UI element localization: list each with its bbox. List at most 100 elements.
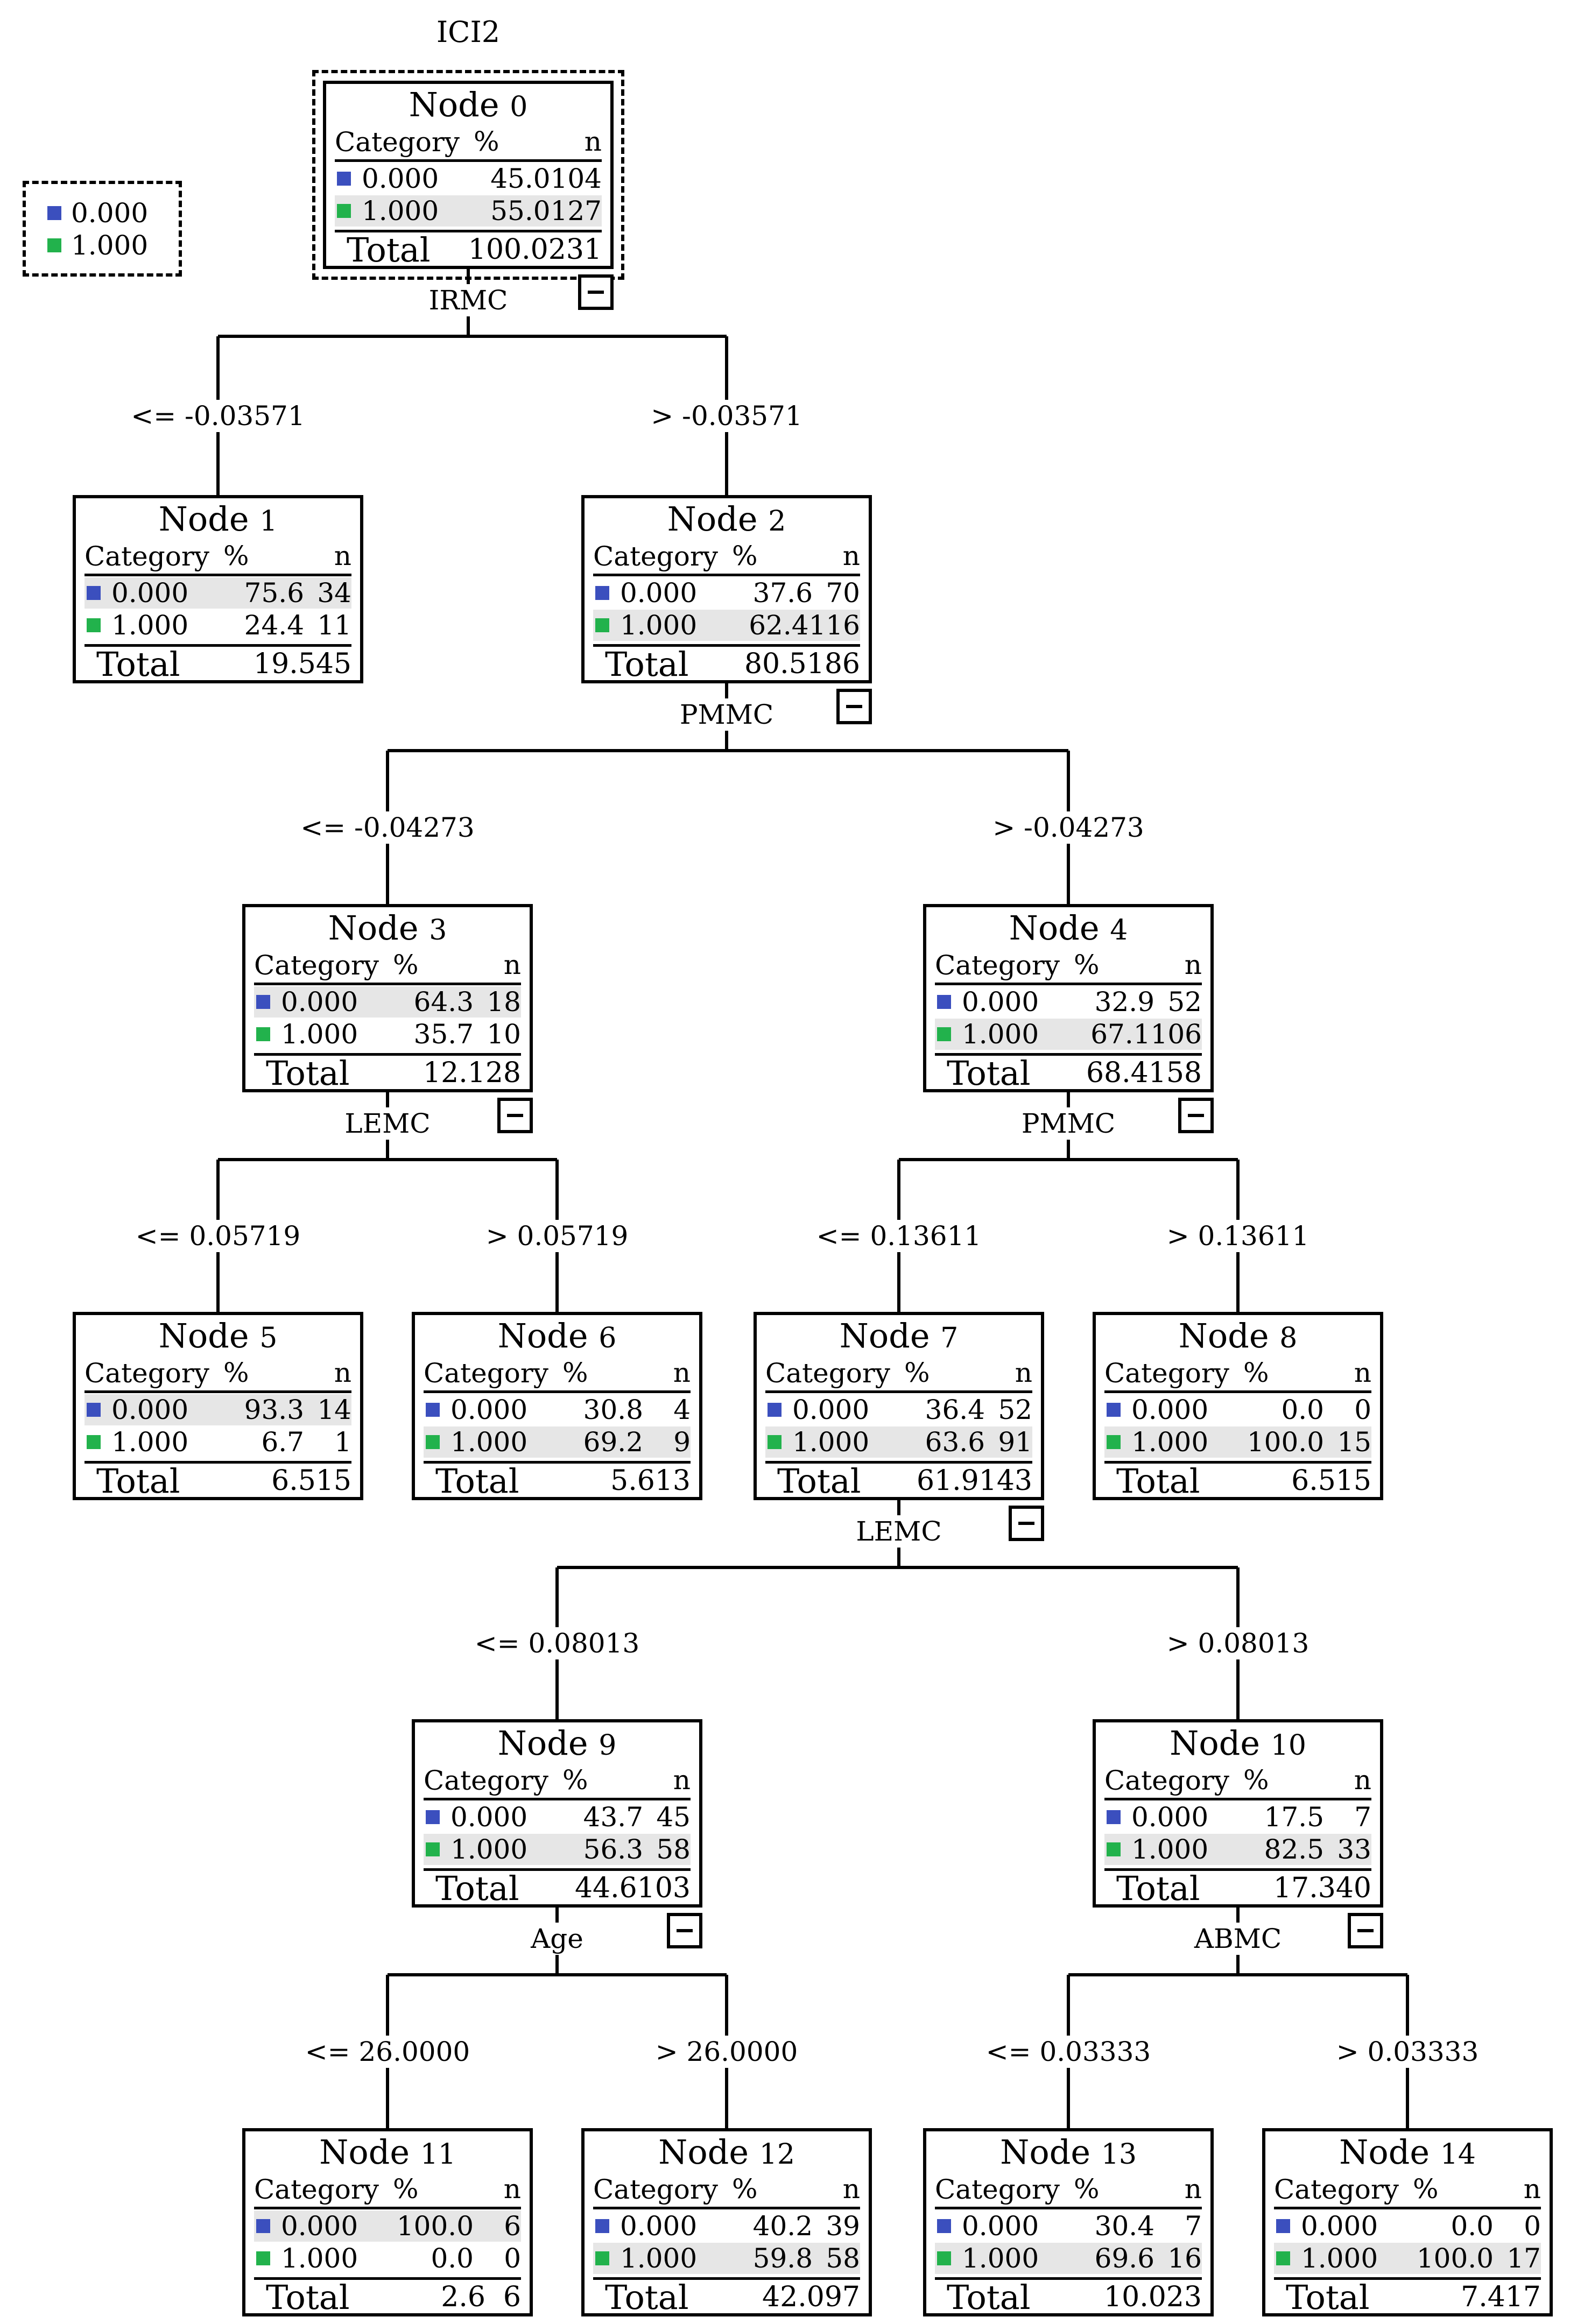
pct-cell: 69.2 xyxy=(583,1426,643,1458)
node-number: 3 xyxy=(429,914,447,946)
node-label: Node xyxy=(319,2132,410,2172)
total-pct: 80.5 xyxy=(744,648,807,680)
node-number: 1 xyxy=(259,505,278,538)
collapse-button[interactable] xyxy=(1178,1098,1214,1133)
n-cell: 52 xyxy=(1167,986,1202,1018)
category-cell: 1.000 xyxy=(593,610,729,641)
n-cell: 1 xyxy=(334,1426,351,1458)
category-value: 1.000 xyxy=(1301,2243,1378,2274)
category-cell: 0.000 xyxy=(254,2210,393,2242)
pct-cell: 36.4 xyxy=(925,1394,985,1425)
header-category: Category xyxy=(765,1358,891,1389)
pct-cell: 32.9 xyxy=(1094,986,1154,1018)
n-cell: 14 xyxy=(317,1394,351,1425)
split-condition-label: > 0.13611 xyxy=(1164,1219,1312,1252)
node-number: 5 xyxy=(259,1322,278,1354)
category-cell: 0.000 xyxy=(935,2210,1074,2242)
node-label: Node xyxy=(1339,2132,1430,2172)
category-swatch xyxy=(87,1403,101,1417)
pct-cell: 30.4 xyxy=(1094,2210,1154,2242)
category-value: 1.000 xyxy=(111,1426,189,1458)
total-pct: 42.0 xyxy=(762,2281,825,2313)
node-label: Node xyxy=(1178,1316,1269,1355)
n-cell: 6 xyxy=(504,2210,521,2242)
pct-cell: 63.6 xyxy=(925,1426,985,1458)
node-number: 6 xyxy=(599,1322,617,1354)
pct-cell: 56.3 xyxy=(583,1834,643,1865)
total-n: 15 xyxy=(1335,1465,1371,1497)
category-cell: 0.000 xyxy=(424,1394,562,1425)
n-cell: 116 xyxy=(808,610,860,641)
total-label: Total xyxy=(605,2278,689,2317)
category-swatch xyxy=(87,1435,101,1449)
collapse-button[interactable] xyxy=(1348,1913,1383,1948)
column-header-row: Category%n xyxy=(593,539,860,576)
category-cell: 0.000 xyxy=(765,1394,904,1425)
category-swatch xyxy=(937,995,951,1009)
node-title: Node 7 xyxy=(765,1316,1032,1356)
total-label: Total xyxy=(266,2278,350,2317)
total-pct: 12.1 xyxy=(423,1057,485,1089)
category-cell: 0.000 xyxy=(335,163,471,194)
category-value: 1.000 xyxy=(1131,1834,1209,1865)
n-cell: 104 xyxy=(550,163,602,194)
collapse-button[interactable] xyxy=(667,1913,702,1948)
collapse-button[interactable] xyxy=(836,689,872,724)
header-category: Category xyxy=(593,2174,719,2205)
header-pct: % xyxy=(393,2173,419,2205)
category-value: 0.000 xyxy=(962,2210,1039,2242)
total-label: Total xyxy=(605,645,689,684)
pct-cell: 0.0 xyxy=(431,2243,474,2274)
collapse-button[interactable] xyxy=(497,1098,533,1133)
column-header-row: Category%n xyxy=(765,1356,1032,1393)
node-number: 13 xyxy=(1101,2138,1137,2171)
split-variable-label: PMMC xyxy=(1019,1107,1118,1140)
collapse-button[interactable] xyxy=(1009,1506,1044,1541)
header-n: n xyxy=(334,1357,351,1388)
category-swatch xyxy=(937,2251,951,2265)
category-cell: 1.000 xyxy=(935,2243,1074,2274)
node-title: Node 13 xyxy=(935,2132,1202,2172)
total-label: Total xyxy=(347,230,431,270)
category-cell: 1.000 xyxy=(765,1426,904,1458)
header-category: Category xyxy=(935,2174,1060,2205)
split-variable-label: ABMC xyxy=(1192,1923,1284,1955)
n-cell: 127 xyxy=(550,195,602,227)
total-pct: 61.9 xyxy=(916,1465,979,1497)
category-value: 1.000 xyxy=(620,610,698,641)
node-title: Node 10 xyxy=(1104,1723,1371,1763)
split-condition-label: > 0.05719 xyxy=(483,1219,631,1252)
legend: 0.000 1.000 xyxy=(23,181,182,277)
category-cell: 1.000 xyxy=(85,610,223,641)
node-label: Node xyxy=(328,908,419,948)
category-swatch xyxy=(426,1842,440,1856)
category-swatch xyxy=(337,172,351,186)
category-value: 1.000 xyxy=(450,1426,528,1458)
n-cell: 52 xyxy=(998,1394,1032,1425)
node-label: Node xyxy=(158,499,249,539)
pct-cell: 62.4 xyxy=(749,610,809,641)
category-value: 0.000 xyxy=(620,2210,698,2242)
collapse-button[interactable] xyxy=(578,274,614,310)
legend-label-0: 0.000 xyxy=(71,197,149,229)
category-cell: 0.000 xyxy=(254,986,393,1018)
column-header-row: Category%n xyxy=(935,2172,1202,2209)
category-value: 0.000 xyxy=(1131,1802,1209,1833)
split-condition-label: <= 0.13611 xyxy=(814,1219,984,1252)
node-label: Node xyxy=(1009,908,1100,948)
